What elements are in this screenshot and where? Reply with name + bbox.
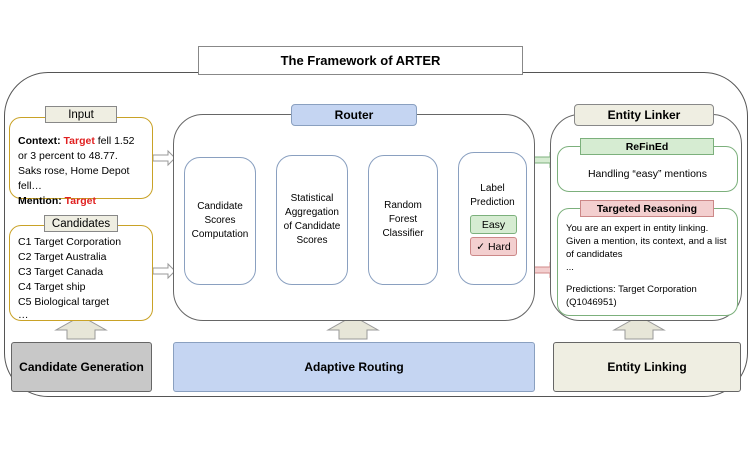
label-prediction-title: Label Prediction [470, 183, 515, 208]
router-header: Router [291, 104, 417, 126]
candidate-item: C4 Target ship [18, 281, 86, 293]
easy-label: Easy [470, 215, 517, 234]
hard-label: ✓ Hard [470, 237, 517, 256]
context-text: fell 1.52 or 3 percent to 48.77. Saks ro… [18, 135, 135, 192]
candidate-generation-block: Candidate Generation [11, 342, 152, 392]
candidates-box: C1 Target Corporation C2 Target Australi… [9, 225, 153, 321]
candidate-item: C2 Target Australia [18, 251, 107, 263]
input-header: Input [45, 106, 117, 123]
entity-linking-block: Entity Linking [553, 342, 741, 392]
candidates-to-router-arrow [152, 262, 176, 280]
refined-header: ReFinEd [580, 138, 714, 155]
random-forest-step: Random Forest Classifier [368, 155, 438, 285]
framework-title: The Framework of ARTER [198, 46, 523, 75]
entity-linker-header: Entity Linker [574, 104, 714, 126]
targeted-reasoning-box: You are an expert in entity linking. Giv… [557, 208, 738, 316]
adaptive-routing-block: Adaptive Routing [173, 342, 535, 392]
input-to-router-arrow [152, 149, 176, 167]
candidate-scores-step: Candidate Scores Computation [184, 157, 256, 285]
targeted-reasoning-header: Targeted Reasoning [580, 200, 714, 217]
candidates-header: Candidates [44, 215, 118, 232]
targeted-ellipsis: ... [566, 262, 574, 273]
targeted-predictions: Predictions: Target Corporation (Q104695… [566, 284, 697, 308]
candidate-item: C3 Target Canada [18, 266, 104, 278]
candidate-item: … [18, 309, 29, 321]
mention-value: Target [64, 195, 96, 207]
context-label: Context: [18, 135, 61, 147]
mention-label: Mention: [18, 195, 62, 207]
entity-linking-up-arrow [612, 315, 666, 340]
adaptive-routing-up-arrow [326, 315, 380, 340]
targeted-prompt: You are an expert in entity linking. Giv… [566, 223, 727, 260]
context-target: Target [63, 135, 95, 147]
refined-text: Handling “easy” mentions [587, 168, 708, 180]
input-box: Context: Target fell 1.52 or 3 percent t… [9, 117, 153, 207]
candidate-item: C5 Biological target [18, 296, 110, 308]
statistical-aggregation-step: Statistical Aggregation of Candidate Sco… [276, 155, 348, 285]
candidate-item: C1 Target Corporation [18, 236, 122, 248]
candidate-generation-up-arrow [54, 315, 108, 340]
